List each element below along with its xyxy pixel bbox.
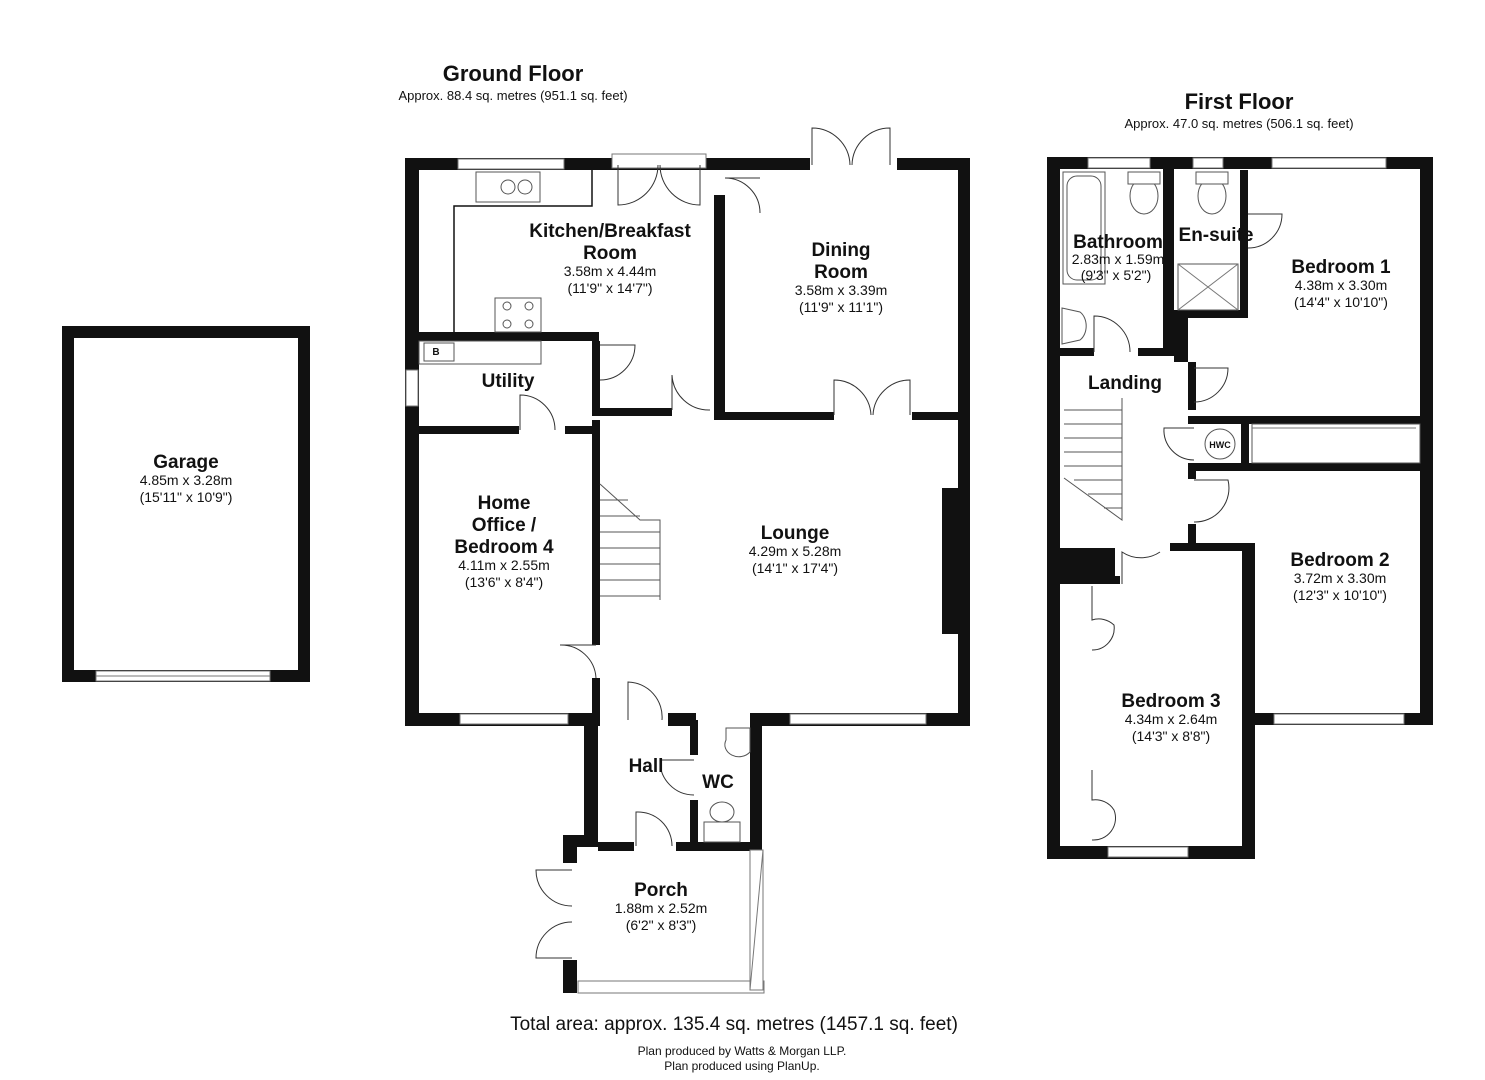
- room-metric: 2.83m x 1.59m: [1072, 251, 1165, 267]
- room-label-hall: Hall: [629, 756, 664, 777]
- first-floor-windows: [1087, 157, 1405, 858]
- room-metric: 4.11m x 2.55m: [458, 557, 550, 573]
- ground-floor-area: Approx. 88.4 sq. metres (951.1 sq. feet): [398, 88, 627, 103]
- garage-structure: [62, 326, 310, 682]
- room-imperial: (13'6" x 8'4"): [465, 574, 543, 590]
- room-imperial: (15'11" x 10'9"): [140, 489, 233, 505]
- ground-floor-doors: [519, 127, 911, 959]
- first-floor-area: Approx. 47.0 sq. metres (506.1 sq. feet): [1124, 116, 1353, 131]
- room-label-kitchen: Kitchen/Breakfast Room 3.58m x 4.44m (11…: [529, 221, 691, 296]
- room-label-dining: Dining Room 3.58m x 3.39m (11'9" x 11'1"…: [795, 240, 888, 315]
- room-name: Bedroom 3: [1121, 691, 1220, 712]
- room-name: Home: [478, 493, 531, 514]
- boiler-label: B: [432, 347, 439, 358]
- room-metric: 4.34m x 2.64m: [1125, 711, 1218, 727]
- first-floor-fixtures: [1061, 171, 1421, 521]
- room-name: Lounge: [761, 523, 830, 544]
- room-imperial: (14'1" x 17'4"): [752, 560, 838, 576]
- room-name: Bedroom 4: [454, 537, 554, 558]
- room-imperial: (14'4" x 10'10"): [1294, 294, 1388, 310]
- room-name: Room: [583, 243, 637, 264]
- room-label-bedroom-2: Bedroom 2 3.72m x 3.30m (12'3" x 10'10"): [1290, 550, 1389, 603]
- first-floor-title: First Floor: [1185, 89, 1294, 114]
- room-label-bedroom-3: Bedroom 3 4.34m x 2.64m (14'3" x 8'8"): [1121, 691, 1220, 744]
- room-name: Office /: [472, 515, 537, 536]
- room-label-lounge: Lounge 4.29m x 5.28m (14'1" x 17'4"): [749, 523, 842, 576]
- room-name: Garage: [153, 452, 218, 473]
- ground-floor-title: Ground Floor: [443, 61, 584, 86]
- ground-floor-fixtures: [418, 170, 751, 843]
- room-name: WC: [702, 772, 734, 793]
- room-label-landing: Landing: [1088, 373, 1162, 394]
- room-name: Porch: [634, 880, 688, 901]
- room-name: Kitchen/Breakfast: [529, 221, 691, 242]
- room-name: Landing: [1088, 373, 1162, 394]
- room-label-bathroom: Bathroom 2.83m x 1.59m (9'3" x 5'2"): [1072, 232, 1165, 283]
- room-label-porch: Porch 1.88m x 2.52m (6'2" x 8'3"): [615, 880, 708, 933]
- room-imperial: (6'2" x 8'3"): [626, 917, 697, 933]
- room-imperial: (12'3" x 10'10"): [1293, 587, 1387, 603]
- room-name: Bathroom: [1073, 232, 1163, 253]
- room-imperial: (9'3" x 5'2"): [1081, 267, 1152, 283]
- room-label-bedroom-1: Bedroom 1 4.38m x 3.30m (14'4" x 10'10"): [1291, 257, 1391, 310]
- room-metric: 3.72m x 3.30m: [1294, 570, 1387, 586]
- hwc-label: HWC: [1209, 440, 1231, 450]
- credit-line: Plan produced by Watts & Morgan LLP.: [638, 1044, 847, 1058]
- room-metric: 1.88m x 2.52m: [615, 900, 708, 916]
- credit-line: Plan produced using PlanUp.: [664, 1059, 819, 1073]
- room-label-wc: WC: [702, 772, 734, 793]
- room-name: Bedroom 2: [1290, 550, 1389, 571]
- room-label-utility: Utility: [482, 371, 535, 392]
- room-name: Room: [814, 262, 868, 283]
- room-name: Hall: [629, 756, 664, 777]
- room-name: En-suite: [1179, 225, 1254, 246]
- room-label-home-office: Home Office / Bedroom 4 4.11m x 2.55m (1…: [454, 493, 554, 590]
- room-name: Bedroom 1: [1291, 257, 1391, 278]
- room-metric: 3.58m x 4.44m: [564, 263, 657, 279]
- total-area: Total area: approx. 135.4 sq. metres (14…: [510, 1014, 958, 1035]
- room-metric: 4.38m x 3.30m: [1295, 277, 1388, 293]
- room-name: Utility: [482, 371, 535, 392]
- room-metric: 3.58m x 3.39m: [795, 282, 888, 298]
- room-metric: 4.29m x 5.28m: [749, 543, 842, 559]
- first-floor-doors: [1091, 213, 1283, 841]
- room-label-ensuite: En-suite: [1179, 225, 1254, 246]
- room-imperial: (14'3" x 8'8"): [1132, 728, 1210, 744]
- room-imperial: (11'9" x 11'1"): [799, 299, 883, 315]
- room-imperial: (11'9" x 14'7"): [567, 280, 652, 296]
- room-label-garage: Garage 4.85m x 3.28m (15'11" x 10'9"): [140, 452, 233, 505]
- ground-floor-walls: [405, 158, 970, 993]
- ground-floor-windows: [405, 153, 927, 994]
- room-metric: 4.85m x 3.28m: [140, 472, 233, 488]
- room-name: Dining: [811, 240, 870, 261]
